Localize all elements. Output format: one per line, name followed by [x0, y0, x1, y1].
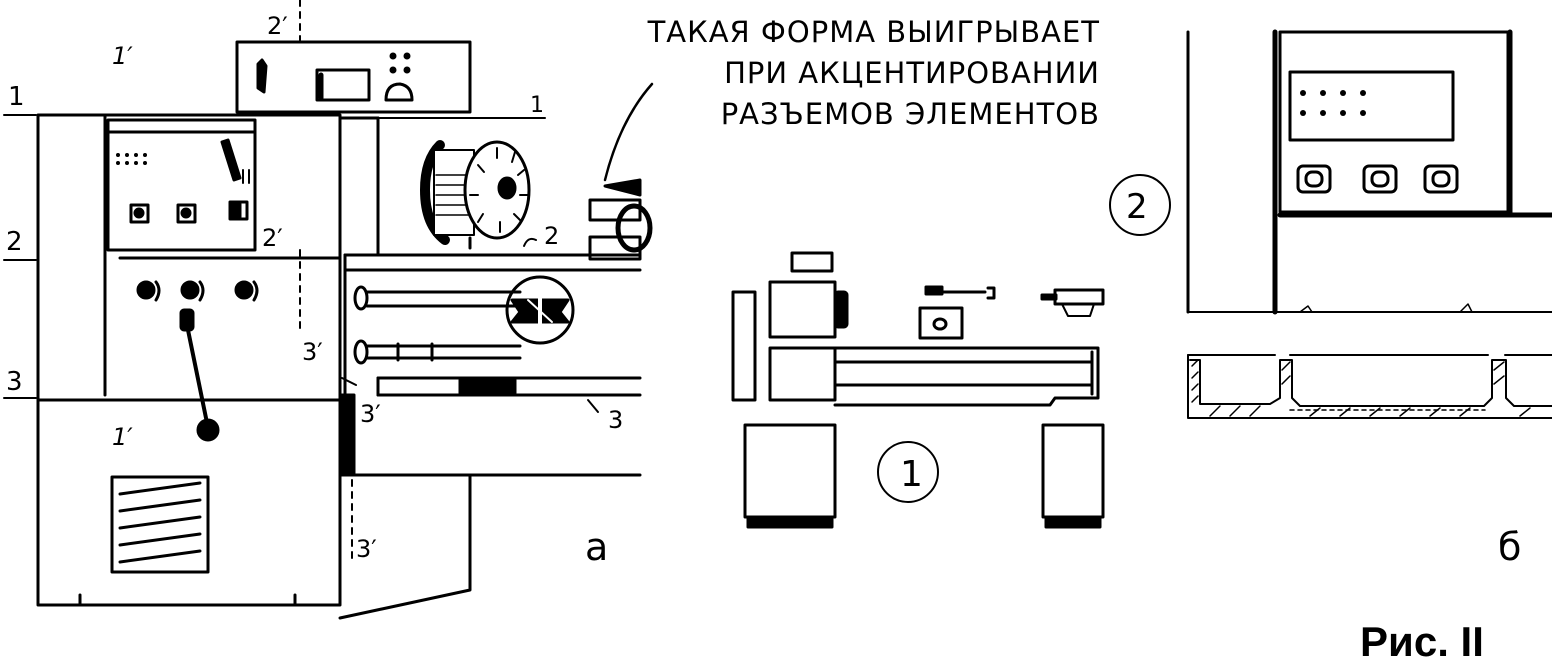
- panel-lever-icon: [220, 138, 242, 182]
- caption-leader-line: [603, 82, 654, 182]
- callout-1-prime-cabinet: 1′: [112, 423, 133, 451]
- level-mark-3: 3: [6, 367, 23, 397]
- panel-button-2-icon: [176, 203, 197, 224]
- callout-3-right: 3: [608, 406, 623, 434]
- level-lines: [3, 0, 546, 561]
- level-mark-2: 2: [6, 227, 23, 257]
- carriage-handwheel: [505, 275, 575, 345]
- callout-1-prime-top: 1′: [112, 42, 133, 70]
- top-box-dial-icon: [384, 82, 414, 102]
- circle-label-2: 2: [1126, 187, 1148, 227]
- rack-gear: [458, 378, 517, 395]
- figure-caption: ТАКАЯ ФОРМА ВЫИГРЫВАЕТ ПРИ АКЦЕНТИРОВАНИ…: [560, 12, 1100, 135]
- top-box-knob-icon: [256, 58, 268, 94]
- knob-row: [136, 280, 259, 302]
- sublabel-b: б: [1498, 525, 1521, 569]
- b-button-3-icon: [1423, 164, 1459, 194]
- callout-2-prime-mid: 2′: [262, 224, 283, 252]
- callout-2-prime-top: 2′: [267, 12, 288, 40]
- callout-3-prime-bottom: 3′: [356, 535, 377, 563]
- panel-button-3-icon: [228, 200, 249, 221]
- circle-label-1: 1: [900, 454, 923, 495]
- panel-cross-section: [1187, 354, 1552, 419]
- callout-3-prime-left: 3′: [302, 338, 323, 366]
- feed-lever: [179, 308, 220, 442]
- caption-line-1: ТАКАЯ ФОРМА ВЫИГРЫВАЕТ: [647, 15, 1100, 49]
- cabinet-vent-grille: [110, 475, 210, 574]
- callout-3-prime-base: 3′: [360, 400, 381, 428]
- control-panel: [106, 118, 257, 252]
- headstock-top-box: [235, 40, 472, 114]
- panel-detail-view-b: 2 б: [1109, 29, 1552, 569]
- panel-button-1-icon: [129, 203, 150, 224]
- callout-1-right: 1: [530, 93, 544, 118]
- caption-line-2: ПРИ АКЦЕНТИРОВАНИИ: [724, 56, 1100, 90]
- b-button-2-icon: [1362, 164, 1398, 194]
- lower-cabinet: [36, 398, 342, 607]
- level-mark-1: 1: [8, 82, 25, 112]
- b-button-1-icon: [1296, 164, 1332, 194]
- callout-2-right: 2: [544, 222, 559, 250]
- spindle-handwheel: [420, 140, 531, 250]
- machine-view-a: 1 2 3 1′ 2′ 1 2′ 2 3′ 3′ 3 1′ 3′ а: [3, 0, 654, 620]
- lead-shafts: [353, 285, 522, 365]
- spindle-nose-detail: [588, 178, 653, 261]
- caption-line-3: РАЗЪЕМОВ ЭЛЕМЕНТОВ: [720, 97, 1100, 131]
- sublabel-a: а: [585, 525, 608, 569]
- figure-label: Рис. II: [1360, 618, 1484, 665]
- exploded-elements-view: 1: [731, 251, 1105, 529]
